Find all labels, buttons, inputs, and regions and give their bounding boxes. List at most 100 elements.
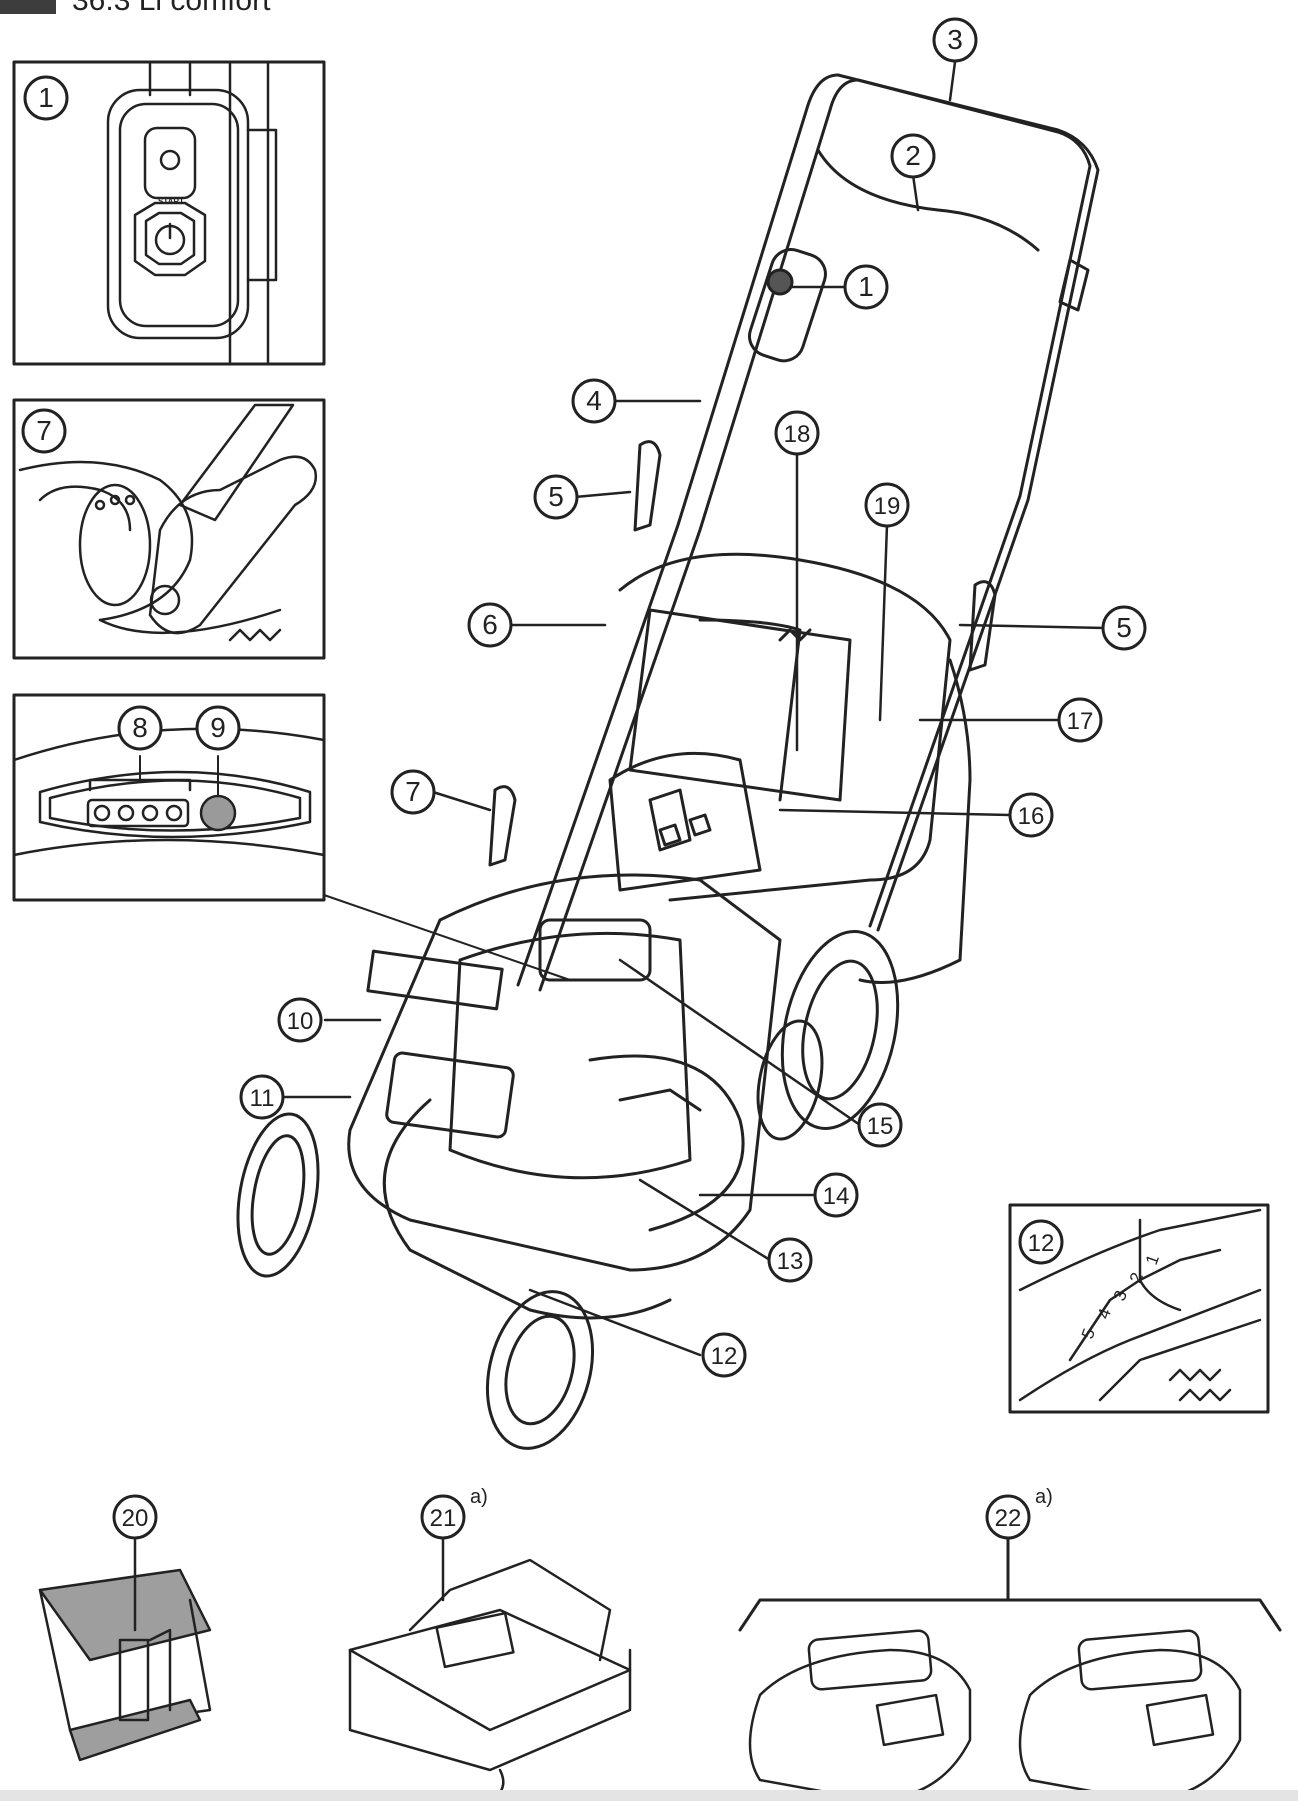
callout-label: 2: [905, 140, 921, 171]
battery-bracket: [738, 1598, 1282, 1632]
callout-c17: 17: [1057, 697, 1103, 743]
callout-c10: 10: [277, 997, 323, 1043]
battery-pack-drawing: [748, 1629, 1242, 1801]
callout-label: 18: [784, 421, 811, 448]
callout-c1: 1: [843, 264, 889, 310]
callout-label: 1: [38, 82, 54, 113]
callout-c11: 11: [239, 1074, 285, 1120]
callout-c5b: 5: [1101, 605, 1147, 651]
footnote-mark-21: a): [470, 1486, 488, 1508]
callout-circle: [239, 1074, 285, 1120]
inset-height-frame: [1008, 1203, 1270, 1414]
callout-label: 20: [122, 1505, 149, 1532]
footer-bar: [0, 1790, 1298, 1801]
callout-circle: [932, 17, 978, 63]
inset-switch-drawing: START: [106, 62, 278, 364]
callout-c1-inset: 1: [23, 75, 69, 121]
leader-line-inset: [323, 894, 571, 981]
callout-circle: [23, 75, 69, 121]
inset-indicator-drawing: [12, 727, 326, 857]
callout-c12-inset: 12: [1018, 1219, 1064, 1265]
callout-label: 7: [36, 415, 52, 446]
callout-circle: [195, 705, 241, 751]
mower-body: [347, 751, 782, 1320]
inset-height-drawing: 5 4 3 2 1: [1018, 1208, 1262, 1402]
callout-label: 6: [482, 609, 498, 640]
callout-c8-inset: 8: [117, 705, 163, 751]
callout-label: 5: [548, 481, 564, 512]
header-tab: [0, 0, 56, 14]
callout-label: 16: [1018, 803, 1045, 830]
callout-c4: 4: [571, 378, 617, 424]
mower-wheels: [236, 930, 900, 1450]
mulch-insert-drawing: [38, 1568, 212, 1762]
callout-label: 12: [1028, 1230, 1055, 1257]
callout-c5a: 5: [533, 474, 579, 520]
callout-label: 3: [947, 24, 963, 55]
callout-c22: 22: [985, 1494, 1031, 1540]
callout-circle: [112, 1494, 158, 1540]
leader-lines: [133, 60, 1107, 1632]
callout-c7: 7: [390, 769, 436, 815]
callout-label: 19: [874, 493, 901, 520]
callout-circle: [767, 1237, 813, 1283]
callout-label: 14: [823, 1183, 850, 1210]
callout-circle: [277, 997, 323, 1043]
callout-circle: [890, 133, 936, 179]
callout-circle: [857, 1102, 903, 1148]
callout-circle: [864, 482, 910, 528]
height-scale-2: 2: [1126, 1270, 1147, 1285]
callout-circle: [533, 474, 579, 520]
callout-circle: [21, 408, 67, 454]
callout-label: 22: [995, 1505, 1022, 1532]
callout-label: 8: [132, 712, 148, 743]
callout-label: 10: [287, 1008, 314, 1035]
callout-label: 15: [867, 1113, 894, 1140]
callout-label: 13: [777, 1248, 804, 1275]
callout-circle: [117, 705, 163, 751]
callout-label: 4: [586, 385, 602, 416]
callout-c19: 19: [864, 482, 910, 528]
callout-c3: 3: [932, 17, 978, 63]
height-scale-3: 3: [1110, 1288, 1131, 1303]
inset-lever-frame: [12, 398, 326, 660]
callout-c18: 18: [774, 410, 820, 456]
callout-c15: 15: [857, 1102, 903, 1148]
callout-circle: [420, 1494, 466, 1540]
mower-grass-box: [618, 552, 972, 984]
height-scale-5: 5: [1078, 1326, 1099, 1341]
callout-label: 12: [711, 1343, 738, 1370]
footnote-mark-22: a): [1035, 1486, 1053, 1508]
callout-circle: [813, 1172, 859, 1218]
inset-switch-frame: [12, 60, 326, 366]
callout-c21: 21: [420, 1494, 466, 1540]
page-title: 36.3 Li comfort: [72, 0, 271, 17]
callout-circle: [1008, 792, 1054, 838]
charger-drawing: [348, 1558, 632, 1801]
callout-c9-inset: 9: [195, 705, 241, 751]
callout-label: 21: [430, 1505, 457, 1532]
callout-circle: [1101, 605, 1147, 651]
callout-circle: [701, 1332, 747, 1378]
callout-circle: [1018, 1219, 1064, 1265]
callout-label: 7: [405, 776, 421, 807]
callout-c20: 20: [112, 1494, 158, 1540]
callout-circle: [1057, 697, 1103, 743]
footnote-marks: a) a): [470, 1486, 1053, 1508]
callout-c14: 14: [813, 1172, 859, 1218]
callout-c6: 6: [467, 602, 513, 648]
inset-indicator-frame: [12, 693, 326, 902]
callout-circle: [571, 378, 617, 424]
callout-circle: [843, 264, 889, 310]
callout-label: 9: [210, 712, 226, 743]
callout-label: 5: [1116, 612, 1132, 643]
callout-label: 17: [1067, 708, 1094, 735]
callout-c7-inset: 7: [21, 408, 67, 454]
callout-circle: [390, 769, 436, 815]
inset-lever-drawing: [18, 403, 318, 642]
callout-label: 1: [858, 271, 874, 302]
callout-c13: 13: [767, 1237, 813, 1283]
callout-c12: 12: [701, 1332, 747, 1378]
